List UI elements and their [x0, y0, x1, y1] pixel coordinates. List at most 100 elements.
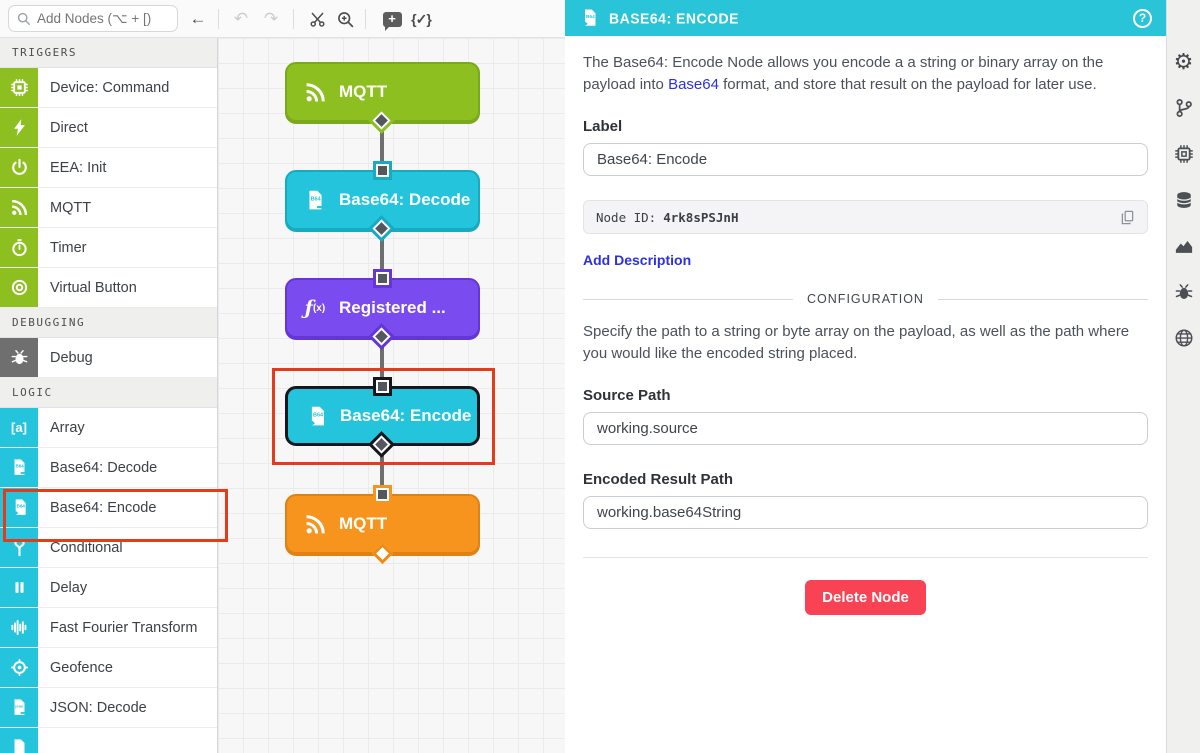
canvas-node-base64-encode[interactable]: B64 Base64: Encode [285, 386, 480, 446]
connector-line [380, 334, 384, 392]
panel-title: BASE64: ENCODE [609, 9, 739, 27]
divider [583, 557, 1148, 558]
sidebar-item-debug[interactable]: Debug [0, 338, 217, 378]
node-inspector-panel: B64 BASE64: ENCODE ? The Base64: Encode … [565, 0, 1166, 753]
label-field-input[interactable] [583, 143, 1148, 176]
sidebar-item-eea-init[interactable]: EEA: Init [0, 148, 217, 188]
encoded-result-path-label: Encoded Result Path [583, 471, 734, 488]
power-icon [0, 148, 38, 187]
sidebar-item-fast-fourier-transform[interactable]: Fast Fourier Transform [0, 608, 217, 648]
data-rail-button[interactable] [1172, 188, 1196, 212]
input-port[interactable] [373, 161, 392, 180]
zoom-in-button[interactable] [331, 0, 359, 38]
sidebar-item-label: Fast Fourier Transform [50, 619, 198, 636]
section-header-triggers: TRIGGERS [0, 38, 217, 68]
sidebar-item-direct[interactable]: Direct [0, 108, 217, 148]
undo-button[interactable]: ↶ [233, 9, 249, 28]
input-port[interactable] [373, 485, 392, 504]
geofence-icon [0, 648, 38, 687]
section-header-logic: LOGIC [0, 378, 217, 408]
versions-rail-button[interactable] [1172, 96, 1196, 120]
configuration-heading-text: CONFIGURATION [807, 292, 924, 306]
panel-header: B64 BASE64: ENCODE ? [565, 0, 1166, 36]
node-id-value: 4rk8sPSJnH [663, 209, 739, 225]
canvas-node-mqtt-trigger[interactable]: MQTT [285, 62, 480, 122]
svg-text:B64: B64 [15, 464, 24, 469]
stopwatch-icon [0, 228, 38, 267]
sidebar-item-label: Base64: Decode [50, 459, 158, 476]
sidebar-item-virtual-button[interactable]: Virtual Button [0, 268, 217, 308]
globe-icon [1175, 329, 1192, 347]
target-icon [0, 268, 38, 307]
node-label: MQTT [339, 82, 388, 101]
description-text: format, and store that result on the pay… [718, 75, 1097, 93]
fork-icon [0, 528, 38, 567]
globe-rail-button[interactable] [1172, 326, 1196, 350]
sidebar-item-label: Array [50, 419, 85, 436]
sidebar-item-delay[interactable]: Delay [0, 568, 217, 608]
svg-text:B64: B64 [313, 412, 323, 418]
connector-line [380, 226, 384, 284]
copy-icon[interactable] [1120, 210, 1135, 225]
search-input[interactable] [37, 11, 169, 26]
help-icon[interactable]: ? [1133, 8, 1152, 28]
settings-rail-button[interactable]: ⚙ [1172, 50, 1196, 74]
configuration-description: Specify the path to a string or byte arr… [583, 323, 1130, 362]
node-label: Registered ... [339, 298, 446, 317]
doc-icon [0, 728, 38, 753]
source-path-input[interactable] [583, 412, 1148, 445]
redo-button[interactable]: ↷ [263, 9, 279, 28]
doc-decode-icon: B64 [0, 448, 38, 487]
debug-rail-button[interactable] [1172, 280, 1196, 304]
chip-icon [1174, 145, 1193, 163]
payload-check-button[interactable]: {✓} [411, 10, 432, 27]
configuration-heading: CONFIGURATION [583, 292, 1148, 306]
sidebar-item-base64-encode[interactable]: B64 Base64: Encode [0, 488, 217, 528]
add-description-link[interactable]: Add Description [583, 252, 692, 268]
sidebar-item-partial[interactable] [0, 728, 217, 753]
doc-json-icon: json [0, 688, 38, 727]
node-id-prefix: Node ID: [596, 209, 657, 225]
sidebar-item-conditional[interactable]: Conditional [0, 528, 217, 568]
delete-node-button[interactable]: Delete Node [805, 580, 926, 615]
signal-icon [302, 81, 328, 104]
sidebar-item-json-decode[interactable]: json JSON: Decode [0, 688, 217, 728]
git-branch-icon [1176, 99, 1192, 117]
sidebar-item-mqtt[interactable]: MQTT [0, 188, 217, 228]
input-port[interactable] [373, 377, 392, 396]
gear-icon: ⚙ [1173, 49, 1194, 74]
description-text: The Base64: Encode Node allows you encod… [583, 54, 1104, 93]
connector-line [380, 442, 384, 500]
devices-rail-button[interactable] [1172, 142, 1196, 166]
collapse-palette-button[interactable]: ← [189, 9, 207, 28]
add-comment-button[interactable]: + [378, 0, 406, 38]
signal-icon [0, 188, 38, 227]
sidebar-item-label: Debug [50, 349, 93, 366]
doc-decode-icon: B64 [302, 189, 328, 212]
pause-icon [0, 568, 38, 607]
cut-button[interactable] [303, 0, 331, 38]
sidebar-item-geofence[interactable]: Geofence [0, 648, 217, 688]
encoded-result-path-input[interactable] [583, 496, 1148, 529]
label-field-label: Label [583, 118, 623, 135]
bug-icon [1175, 284, 1192, 299]
workflow-canvas[interactable]: MQTT B64 Base64: Decode ƒ(x) Registered … [218, 38, 565, 753]
reports-rail-button[interactable] [1172, 234, 1196, 258]
svg-text:B64: B64 [310, 196, 320, 202]
sidebar-item-base64-decode[interactable]: B64 Base64: Decode [0, 448, 217, 488]
sidebar-item-timer[interactable]: Timer [0, 228, 217, 268]
chip-icon [0, 68, 38, 107]
sidebar-item-device-command[interactable]: Device: Command [0, 68, 217, 108]
base64-link[interactable]: Base64 [668, 75, 719, 93]
svg-text:json: json [14, 704, 24, 709]
sidebar-item-label: MQTT [50, 199, 92, 216]
add-nodes-search[interactable] [8, 5, 178, 32]
input-port[interactable] [373, 269, 392, 288]
bolt-icon [0, 108, 38, 147]
sidebar-item-array[interactable]: [a] Array [0, 408, 217, 448]
search-icon [17, 12, 30, 25]
doc-encode-icon: B64 [579, 8, 599, 28]
database-icon [1176, 192, 1191, 208]
node-description: The Base64: Encode Node allows you encod… [583, 52, 1148, 95]
sidebar-item-label: JSON: Decode [50, 699, 147, 716]
